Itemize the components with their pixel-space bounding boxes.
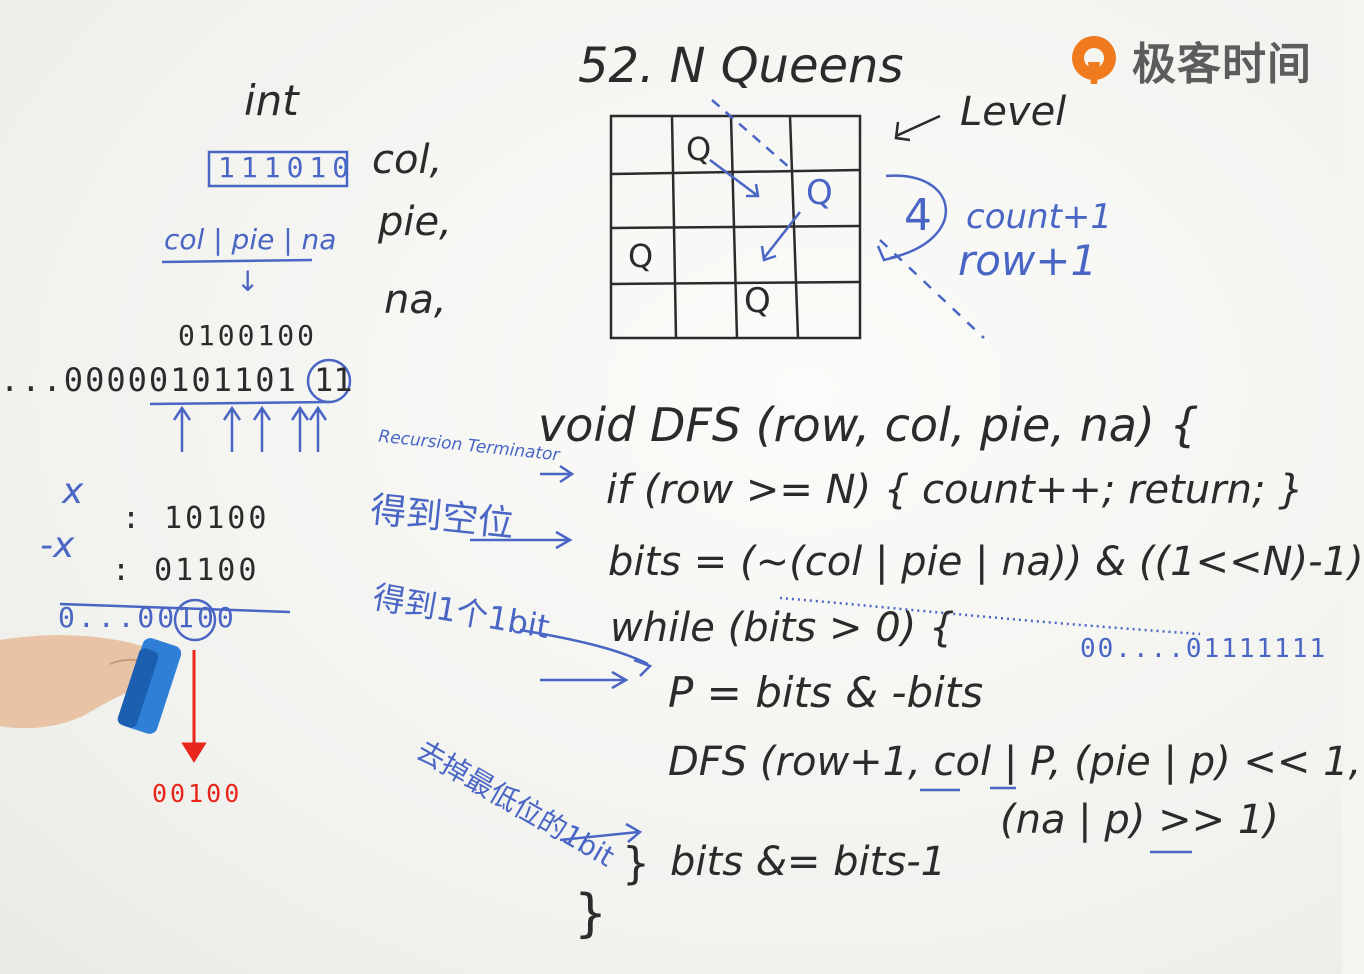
bits-box-text: 111010 bbox=[218, 151, 356, 184]
logo-text: 极客时间 bbox=[1132, 39, 1312, 90]
code-line-5: P = bits & -bits bbox=[668, 668, 984, 717]
code-line-1: void DFS (row, col, pie, na) { bbox=[538, 398, 1199, 452]
code-line-2: if (row >= N) { count++; return; } bbox=[606, 467, 1304, 513]
hand-with-eraser-icon bbox=[0, 635, 182, 734]
level-number: 4 bbox=[904, 190, 932, 241]
level-label: Level bbox=[960, 89, 1067, 135]
var-pie: pie, bbox=[378, 199, 452, 245]
queen-r4: Q bbox=[744, 281, 771, 321]
code-line-7: (na | p) >> 1) bbox=[1000, 797, 1279, 843]
annotation-value: 00100 bbox=[152, 779, 243, 808]
row1-bits: 0100100 bbox=[178, 319, 318, 352]
x-label: x bbox=[62, 471, 84, 512]
problem-title: 52. N Queens bbox=[578, 38, 904, 94]
geektime-logo-icon bbox=[1072, 36, 1116, 84]
count-label: count+1 bbox=[966, 197, 1113, 237]
queen-r3: Q bbox=[628, 237, 654, 275]
code-line-6: DFS (row+1, col | P, (pie | p) << 1, bbox=[668, 739, 1362, 785]
queen-r2: Q bbox=[806, 173, 833, 213]
code-line-8: bits &= bits-1 bbox=[670, 839, 947, 885]
code-close-2: } bbox=[574, 884, 608, 944]
logo: 极客时间 bbox=[1066, 28, 1312, 92]
x-bits: : 10100 bbox=[122, 501, 270, 536]
var-na: na, bbox=[384, 277, 447, 323]
row2-circled: 11 bbox=[314, 361, 353, 399]
neg-x-label: -x bbox=[40, 525, 75, 566]
combine-text: col | pie | na bbox=[164, 223, 337, 256]
neg-x-bits: : 01100 bbox=[112, 553, 260, 588]
int-label: int bbox=[244, 76, 299, 125]
code-line-4: while (bits > 0) { bbox=[610, 605, 955, 651]
code-line-3-note: 00....01111111 bbox=[1080, 634, 1328, 664]
code-line-3: bits = (~(col | pie | na)) & ((1<<N)-1) bbox=[608, 539, 1364, 585]
down-arrow: ↓ bbox=[236, 265, 260, 298]
result-bits: 0...00100 bbox=[58, 601, 237, 634]
code-close-1: } bbox=[622, 838, 650, 889]
queen-r1: Q bbox=[686, 130, 712, 168]
row-label: row+1 bbox=[958, 236, 1098, 285]
row2-bits: ...00000101101 bbox=[0, 361, 298, 399]
var-col: col, bbox=[372, 137, 443, 183]
